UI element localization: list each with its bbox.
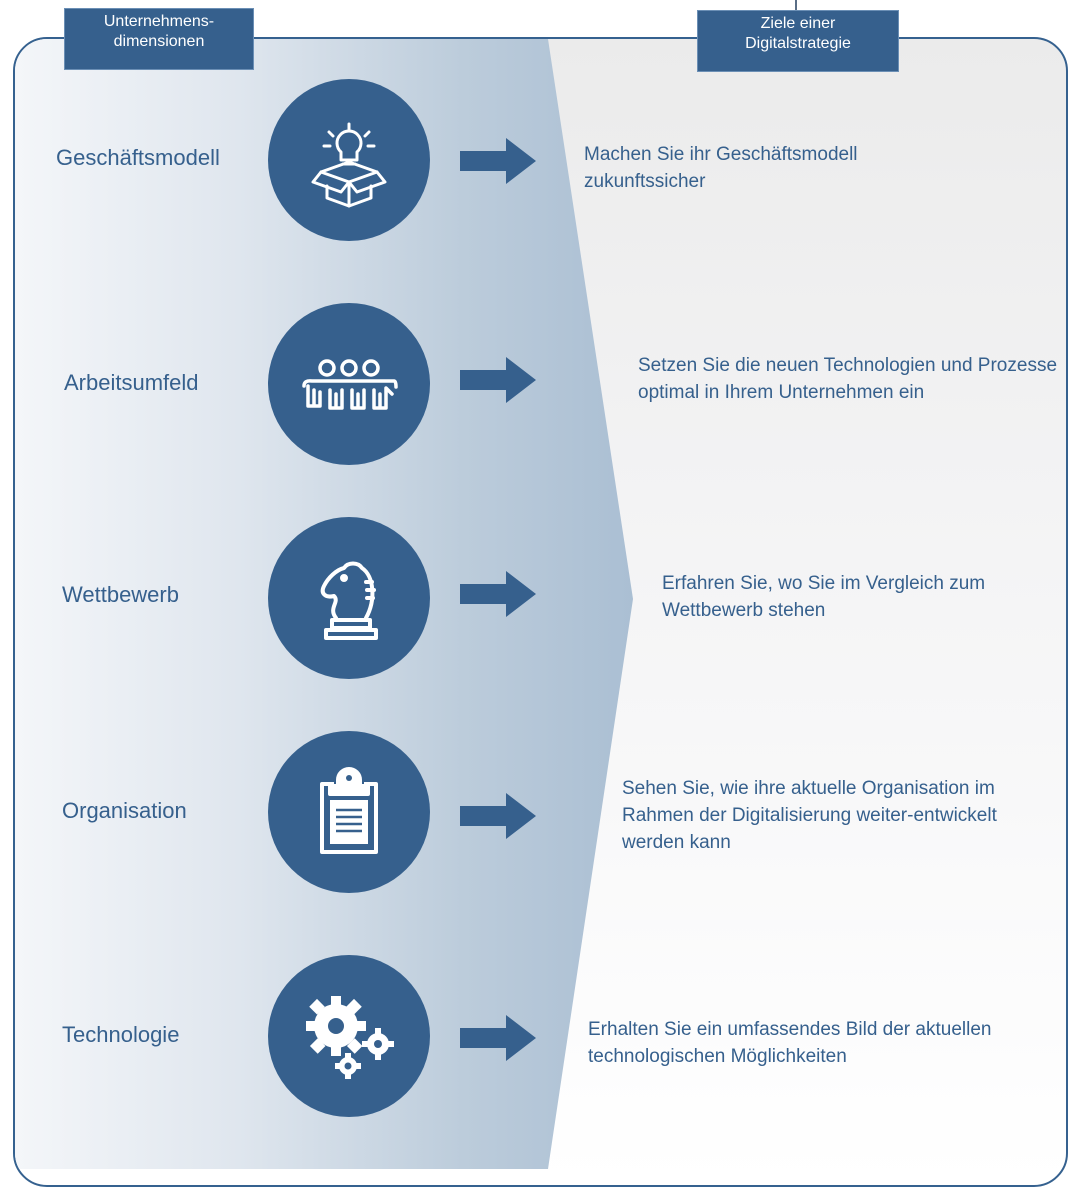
arrow-icon — [460, 357, 536, 403]
team-icon — [302, 359, 398, 410]
header-goals: Ziele einer Digitalstrategie — [697, 10, 899, 72]
goal-text-geschaeftsmodell: Machen Sie ihr Geschäftsmodell zukunftss… — [584, 144, 858, 192]
dimension-label-organisation: Organisation — [62, 798, 187, 823]
circle-wettbewerb — [268, 517, 430, 679]
connector-line — [795, 0, 797, 12]
header-dimensions: Unternehmens- dimensionen — [64, 8, 254, 70]
clipboard-icon — [320, 767, 378, 854]
chess-knight-icon — [320, 561, 378, 640]
arrow-icon — [460, 571, 536, 617]
header-dimensions-label: Unternehmens- dimensionen — [103, 13, 215, 50]
goal-text-technologie: Erhalten Sie ein umfassendes Bild der ak… — [588, 1019, 992, 1067]
circle-geschaeftsmodell — [268, 79, 430, 241]
circle-organisation — [268, 731, 430, 893]
goal-text-organisation: Sehen Sie, wie ihre aktuelle Organisatio… — [622, 778, 997, 853]
arrow-icon — [460, 1015, 536, 1061]
lightbulb-box-icon — [311, 122, 387, 208]
goal-text-arbeitsumfeld: Setzen Sie die neuen Technologien und Pr… — [638, 355, 1058, 403]
gears-icon — [306, 996, 394, 1079]
arrow-icon — [460, 793, 536, 839]
goal-text-wettbewerb: Erfahren Sie, wo Sie im Vergleich zum We… — [662, 573, 986, 621]
circle-arbeitsumfeld — [268, 303, 430, 465]
circle-technologie — [268, 955, 430, 1117]
dimension-label-wettbewerb: Wettbewerb — [62, 582, 179, 607]
header-goals-label: Ziele einer Digitalstrategie — [745, 15, 851, 52]
dimension-label-technologie: Technologie — [62, 1022, 180, 1047]
dimension-label-arbeitsumfeld: Arbeitsumfeld — [64, 370, 199, 395]
arrow-icon — [460, 138, 536, 184]
dimension-label-geschaeftsmodell: Geschäftsmodell — [56, 145, 220, 170]
